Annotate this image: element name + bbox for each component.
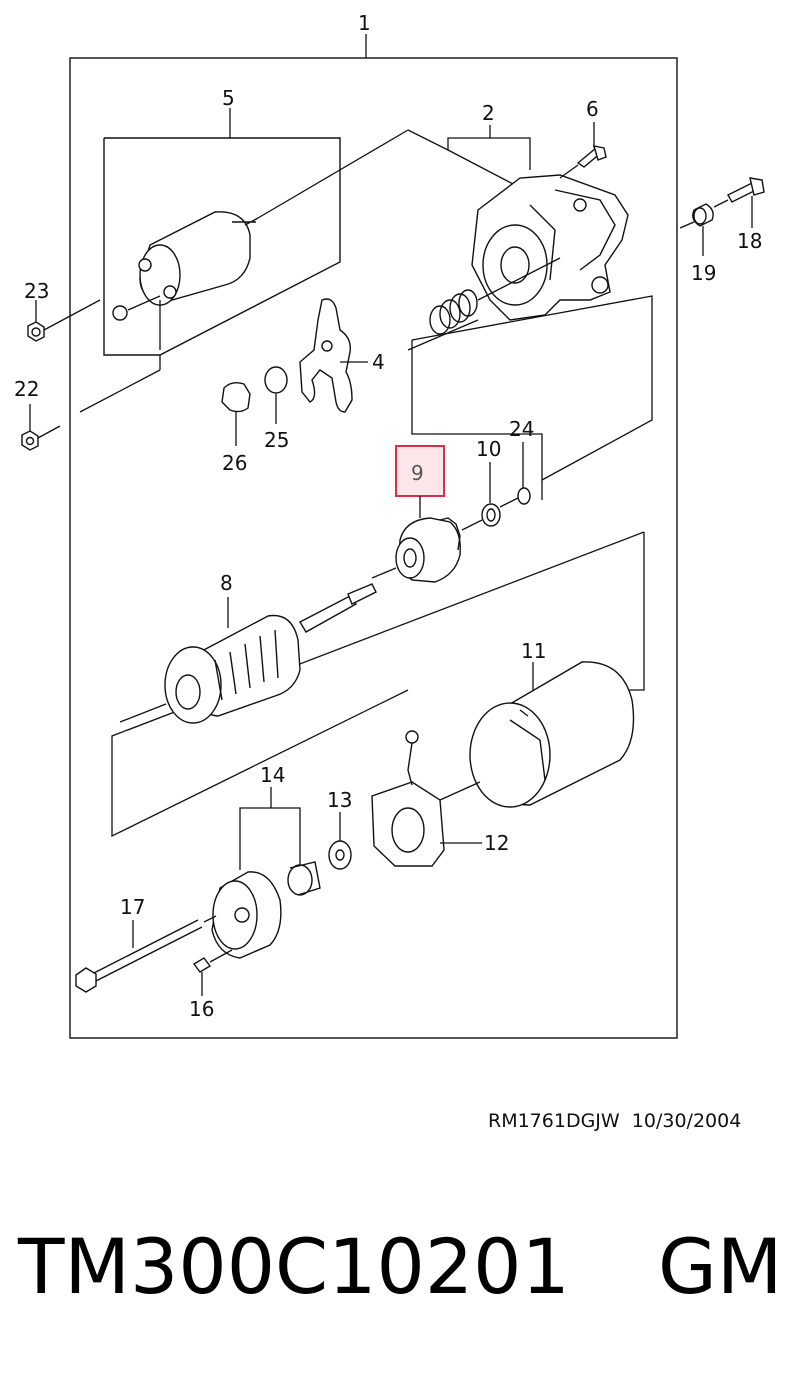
callout-6[interactable]: 6 — [586, 97, 599, 121]
washer-13 — [328, 812, 352, 870]
callout-11[interactable]: 11 — [521, 639, 546, 663]
callout-5[interactable]: 5 — [222, 86, 235, 110]
assembly-frame — [69, 57, 678, 1039]
callout-1[interactable]: 1 — [358, 11, 371, 35]
brand-label: GM — [658, 1222, 783, 1311]
drawing-date: 10/30/2004 — [631, 1110, 742, 1132]
washer-25 — [264, 366, 288, 424]
yoke-11 — [439, 661, 635, 808]
callout-8[interactable]: 8 — [220, 571, 233, 595]
callout-17[interactable]: 17 — [120, 895, 145, 919]
callout-14[interactable]: 14 — [260, 763, 285, 787]
callout-22[interactable]: 22 — [14, 377, 39, 401]
solenoid-group — [103, 108, 341, 356]
callout-13[interactable]: 13 — [327, 788, 352, 812]
through-bolt-17 — [75, 915, 217, 993]
bolt-18 — [713, 177, 765, 228]
snap-ring-24 — [499, 442, 531, 508]
callout-26[interactable]: 26 — [222, 451, 247, 475]
brush-holder-12 — [371, 730, 482, 867]
callout-9[interactable]: 9 — [411, 461, 424, 485]
callout-10[interactable]: 10 — [476, 437, 501, 461]
drawing-code-date: RM1761DGJW 10/30/2004 — [488, 1110, 741, 1132]
callout-4[interactable]: 4 — [372, 350, 385, 374]
callout-16[interactable]: 16 — [189, 997, 214, 1021]
part-number: TM300C10201 — [18, 1222, 570, 1311]
plate-26 — [221, 381, 251, 446]
callout-2[interactable]: 2 — [482, 101, 495, 125]
callout-18[interactable]: 18 — [737, 229, 762, 253]
screw-16 — [192, 949, 233, 996]
bushing-19 — [679, 203, 714, 256]
callout-19[interactable]: 19 — [691, 261, 716, 285]
callout-12[interactable]: 12 — [484, 831, 509, 855]
callout-24[interactable]: 24 — [509, 417, 534, 441]
callout-25[interactable]: 25 — [264, 428, 289, 452]
pinion-clutch-9[interactable] — [371, 445, 461, 583]
highlight-box-9 — [395, 445, 445, 497]
bolt-6 — [559, 122, 607, 179]
spring — [407, 257, 561, 351]
nut-23 — [27, 299, 101, 342]
callout-23[interactable]: 23 — [24, 279, 49, 303]
end-cover-14 — [211, 787, 321, 959]
ring-10 — [461, 462, 501, 531]
armature-8 — [119, 583, 377, 724]
nut-22 — [21, 404, 61, 451]
shift-lever — [299, 298, 368, 413]
drawing-code: RM1761DGJW — [488, 1110, 620, 1132]
